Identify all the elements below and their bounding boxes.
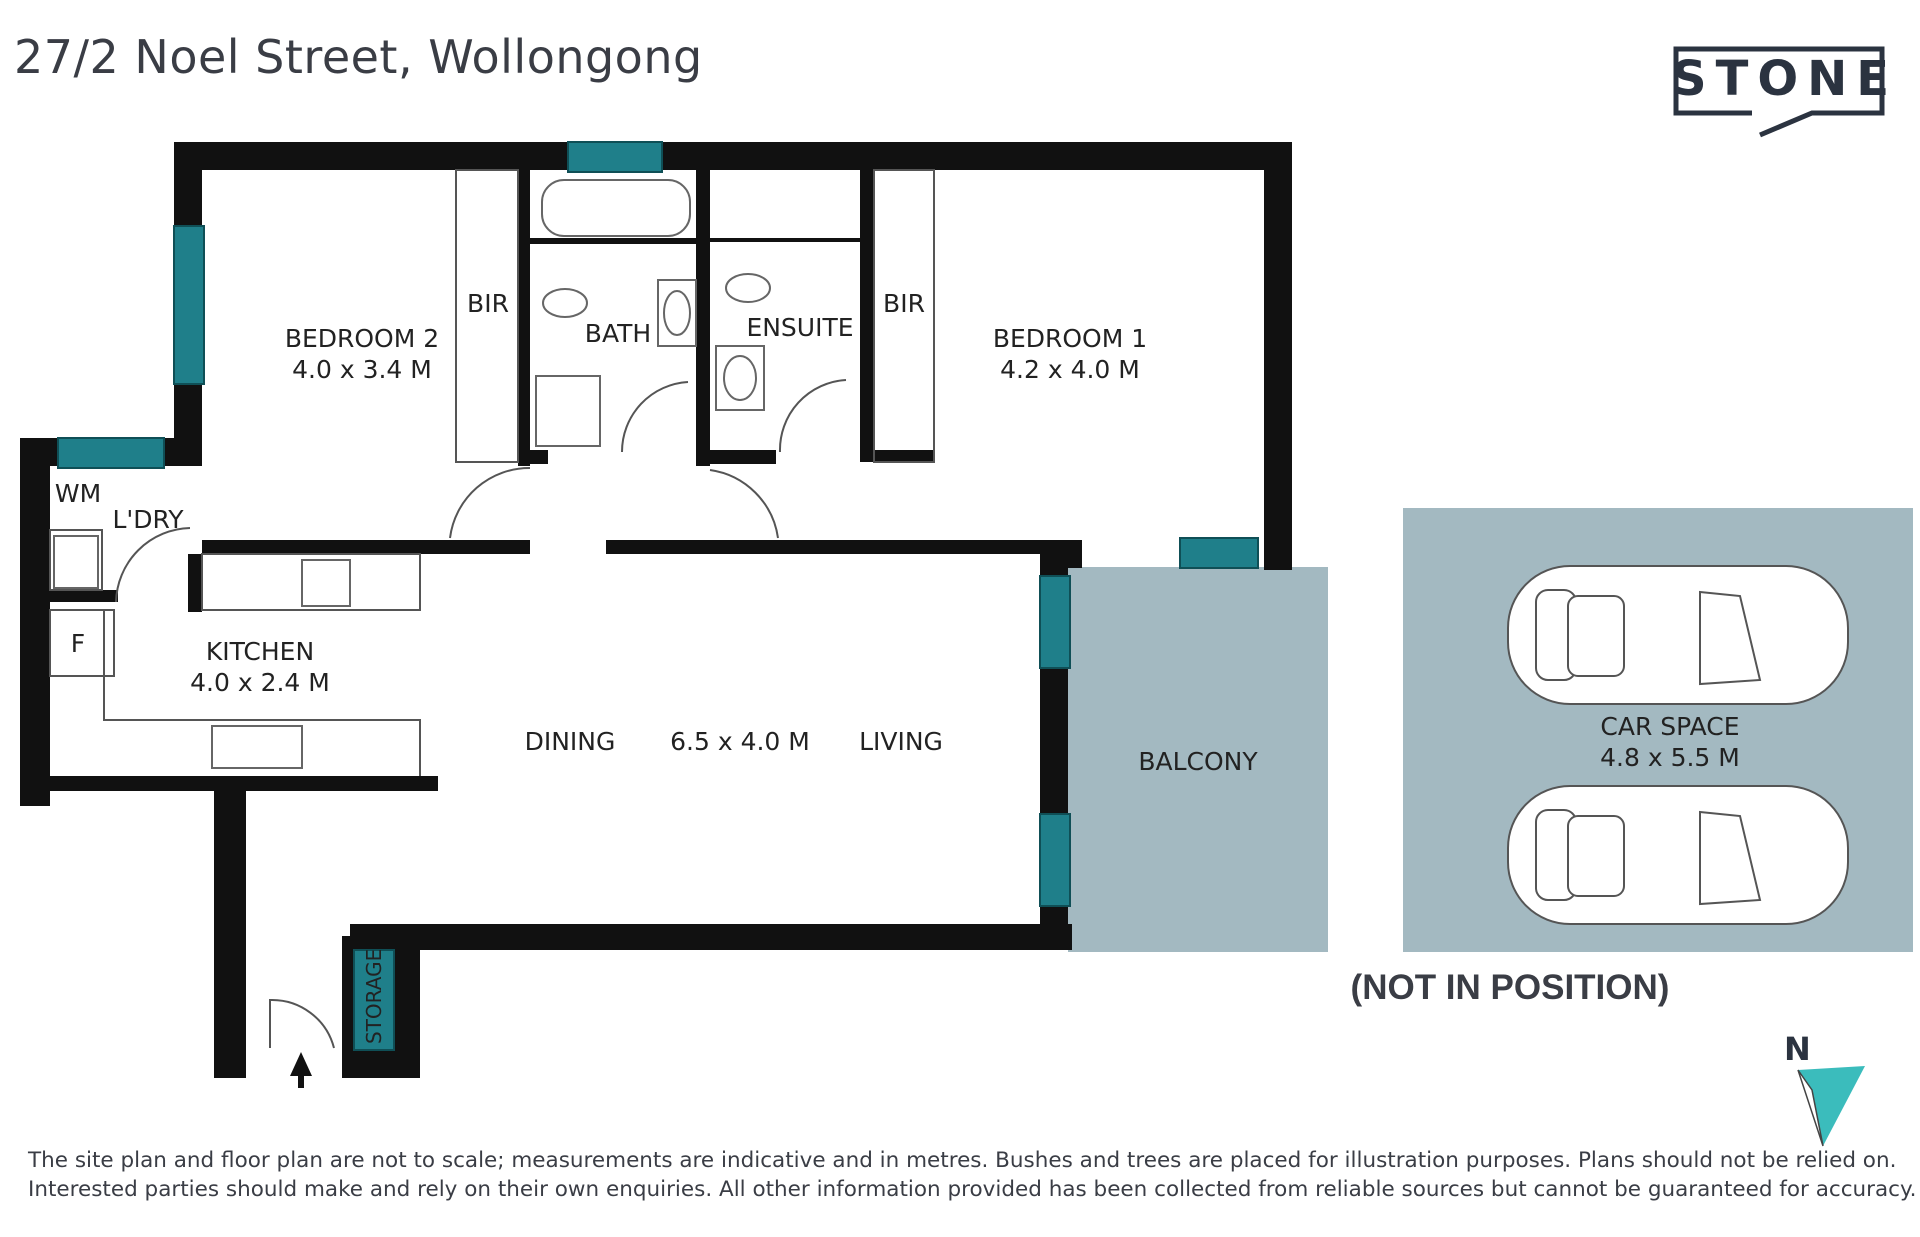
room-bir-right: BIR xyxy=(883,289,925,318)
room-bedroom2: BEDROOM 2 4.0 x 3.4 M xyxy=(272,323,452,385)
car-space: CAR SPACE 4.8 x 5.5 M xyxy=(1560,711,1780,773)
window-bedroom1 xyxy=(1179,537,1259,569)
disclaimer: The site plan and floor plan are not to … xyxy=(28,1146,1917,1204)
stone-logo: STONE xyxy=(1672,45,1899,139)
windows xyxy=(57,141,1259,1051)
room-living: LIVING xyxy=(859,727,943,756)
room-living-size: 6.5 x 4.0 M xyxy=(670,727,810,756)
room-fridge: F xyxy=(70,629,86,658)
window-living-bottom xyxy=(1039,813,1071,907)
window-laundry xyxy=(57,437,165,469)
room-storage: STORAGE xyxy=(362,948,386,1044)
room-bedroom1-size: 4.2 x 4.0 M xyxy=(1000,355,1140,384)
entry-arrow-icon xyxy=(290,1052,312,1088)
partitions xyxy=(49,169,935,776)
logo-frame-icon xyxy=(1673,46,1885,138)
window-bath xyxy=(567,141,663,173)
room-bedroom1: BEDROOM 1 4.2 x 4.0 M xyxy=(980,323,1160,385)
car-top-icon xyxy=(1507,565,1849,705)
room-balcony: BALCONY xyxy=(1138,747,1258,776)
room-kitchen-size: 4.0 x 2.4 M xyxy=(190,668,330,697)
disclaimer-line-2: Interested parties should make and rely … xyxy=(28,1177,1917,1202)
room-bath: BATH xyxy=(584,319,652,348)
room-ensuite: ENSUITE xyxy=(746,313,854,342)
window-living-top xyxy=(1039,575,1071,669)
room-kitchen-name: KITCHEN xyxy=(205,637,315,666)
logo-text: STONE xyxy=(1672,51,1899,107)
car-space-size: 4.8 x 5.5 M xyxy=(1600,743,1740,772)
disclaimer-line-1: The site plan and floor plan are not to … xyxy=(28,1148,1897,1173)
room-bir-left: BIR xyxy=(467,289,509,318)
window-bedroom2 xyxy=(173,225,205,385)
room-laundry: L'DRY xyxy=(112,505,184,534)
room-bedroom1-name: BEDROOM 1 xyxy=(992,324,1148,353)
room-bedroom2-name: BEDROOM 2 xyxy=(284,324,440,353)
doors xyxy=(115,379,847,1049)
north-label: N xyxy=(1784,1030,1811,1068)
not-in-position-note: (NOT IN POSITION) xyxy=(1350,968,1670,1007)
room-dining: DINING xyxy=(524,727,616,756)
walls xyxy=(20,142,1292,1078)
room-wm: WM xyxy=(54,479,102,508)
balcony-area xyxy=(1068,567,1328,952)
room-kitchen: KITCHEN 4.0 x 2.4 M xyxy=(170,636,350,698)
fixtures xyxy=(53,179,771,769)
window-storage xyxy=(353,949,395,1051)
page-title: 27/2 Noel Street, Wollongong xyxy=(14,30,703,84)
car-space-name: CAR SPACE xyxy=(1600,712,1740,741)
north-arrow-icon xyxy=(1797,1066,1865,1147)
room-bedroom2-size: 4.0 x 3.4 M xyxy=(292,355,432,384)
car-bottom-icon xyxy=(1507,785,1849,925)
